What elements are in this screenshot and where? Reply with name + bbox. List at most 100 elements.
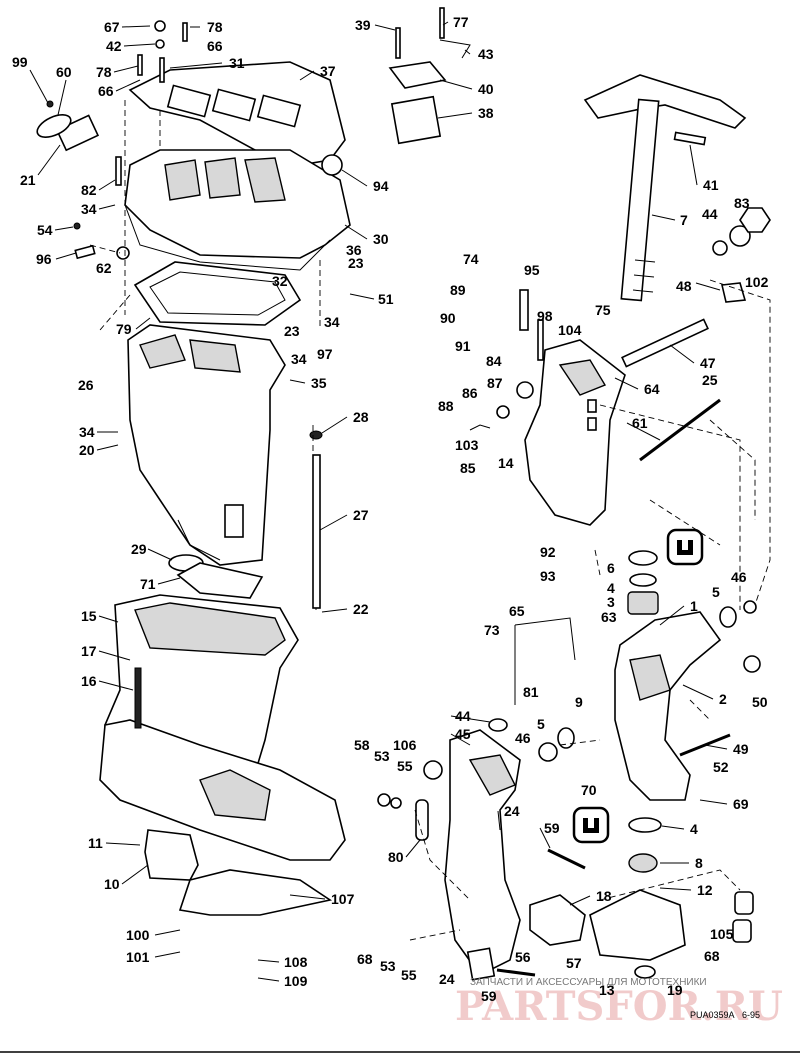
callout-label: 32 [272,273,288,289]
ignition-module-38-40 [388,7,471,145]
steering-shaft-7 [583,74,747,302]
callout-label: 65 [509,603,525,619]
callout-label: 6 [607,560,615,576]
upper-washers-67-42 [137,20,188,83]
callout-label: 1 [690,598,698,614]
guide-lines [89,100,771,941]
callout-label: 23 [348,255,364,271]
callout-label: 22 [353,601,369,617]
callout-label: 60 [56,64,72,80]
callout-label: 25 [702,372,718,388]
callout-label: 51 [378,291,394,307]
callout-label: 92 [540,544,556,560]
callout-label: 84 [486,353,502,369]
callout-label: 35 [311,375,327,391]
callout-label: 4 [690,821,698,837]
callout-label: 103 [455,437,479,453]
callout-label: 37 [320,63,336,79]
callout-label: 8 [695,855,703,871]
callout-label: 97 [317,346,333,362]
callout-label: 18 [596,888,612,904]
plate-24 [466,947,496,981]
callout-label: 59 [481,988,497,1004]
cover-plate-10 [144,829,199,881]
adapter-housing [124,149,351,271]
seal-4-lower [628,817,662,833]
callout-label: 78 [207,19,223,35]
callout-label: 28 [353,409,369,425]
callout-label: 86 [462,385,478,401]
callout-label: 5 [537,716,545,732]
callout-label: 5 [712,584,720,600]
callout-label: 87 [487,375,503,391]
callout-label: 85 [460,460,476,476]
callout-label: 90 [440,310,456,326]
callout-label: 49 [733,741,749,757]
nut-13 [634,965,656,979]
watermark-line: ЗАПЧАСТИ И АКСЕССУАРЫ ДЛЯ МОТОТЕХНИКИ [470,977,707,988]
callout-label: 45 [455,726,471,742]
callout-label: 12 [697,882,713,898]
callout-label: 99 [12,54,28,70]
callout-label: 93 [540,568,556,584]
callout-label: 53 [374,748,390,764]
callout-label: 57 [566,955,582,971]
callout-label: 56 [515,949,531,965]
bushings-105 [732,891,754,943]
callout-label: 88 [438,398,454,414]
callout-label: 82 [81,182,97,198]
callout-label: 40 [478,81,494,97]
water-tube-27 [309,430,323,609]
callout-label: 64 [644,381,660,397]
callout-label: 105 [710,926,734,942]
callout-label: 26 [78,377,94,393]
callout-label: 36 [346,242,362,258]
bolt-56 [496,968,536,977]
callout-label: 34 [79,424,95,440]
callout-label: 66 [207,38,223,54]
callout-label: 74 [463,251,479,267]
callout-label: 27 [353,507,369,523]
callout-label: 81 [523,684,539,700]
callout-label: 30 [373,231,389,247]
callout-label: 62 [96,260,112,276]
callout-label: 80 [388,849,404,865]
callout-label: 47 [700,355,716,371]
callout-label: 16 [81,673,97,689]
callout-label: 70 [581,782,597,798]
callout-label: 4 [607,580,615,596]
callout-label: 69 [733,796,749,812]
bushings-3-4-6 [627,550,757,628]
callout-label: 34 [291,351,307,367]
callout-label: 21 [20,172,36,188]
callout-label: 14 [498,455,514,471]
callout-label: 54 [37,222,53,238]
callout-label: 34 [81,201,97,217]
callout-label: 77 [453,14,469,30]
callout-label: 42 [106,38,122,54]
callout-label: 83 [734,195,750,211]
callout-label: 55 [397,758,413,774]
tie-rod-61 [639,398,721,462]
small-hardware-upper-left [36,100,343,260]
callout-label: 13 [599,982,615,998]
callout-label: 44 [455,708,471,724]
drive-shaft-housing-15 [99,594,346,861]
callout-label: 75 [595,302,611,318]
callout-label: 9 [575,694,583,710]
lubricant-icon-lower [572,806,610,844]
callout-label: 100 [126,927,150,943]
callout-label: 43 [478,46,494,62]
callout-label: 68 [704,948,720,964]
callout-label: 10 [104,876,120,892]
callout-label: 24 [439,971,455,987]
callout-label: 15 [81,608,97,624]
callout-label: 67 [104,19,120,35]
callout-label: 38 [478,105,494,121]
callout-label: 29 [131,541,147,557]
callout-label: 55 [401,967,417,983]
clip-18 [529,894,586,946]
trim-hardware-84-98 [469,289,544,431]
callout-label: 41 [703,177,719,193]
callout-label: 31 [229,55,245,71]
